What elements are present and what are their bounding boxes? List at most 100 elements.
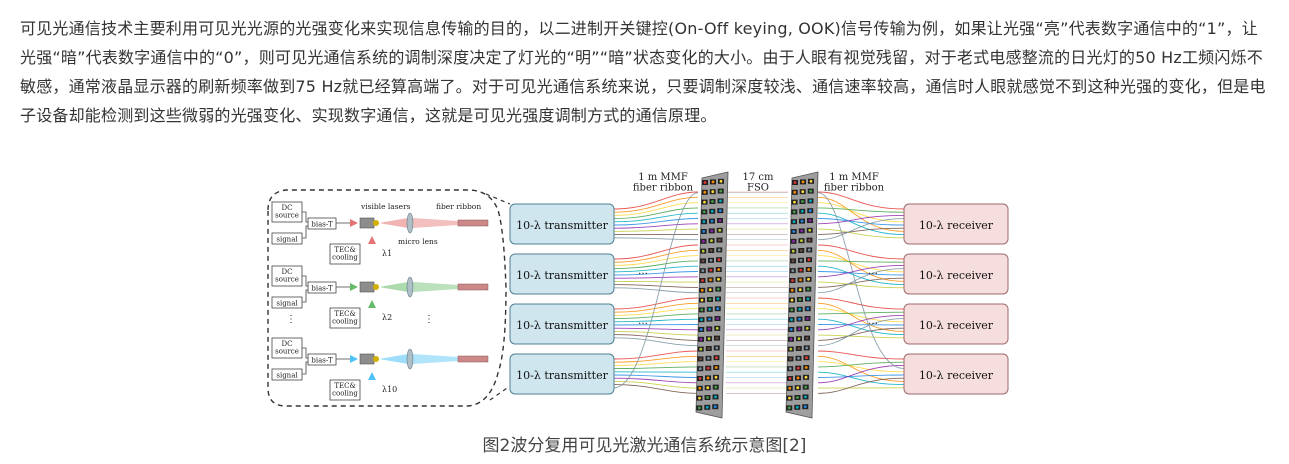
fiber-rx (817, 260, 905, 263)
panel-led (808, 219, 812, 222)
fiber-tx (613, 374, 699, 378)
fiber-rx (817, 277, 905, 288)
fiber-rx (817, 281, 905, 289)
receiver-rect (903, 353, 1009, 395)
panel-led (702, 210, 706, 214)
panel-led (698, 386, 702, 390)
panel-led (707, 347, 711, 350)
signal-box (271, 232, 303, 245)
panel-led (717, 258, 721, 262)
fiber-rx (817, 191, 905, 210)
panel-led (698, 377, 702, 380)
article-paragraph: 可见光通信技术主要利用可见光光源的光强变化来实现信息传输的目的，以二进制开关键控… (20, 19, 1266, 125)
fiber-tx (613, 324, 699, 326)
fiber-tx (613, 337, 699, 347)
fiber-tx (613, 308, 699, 316)
panel-led (790, 318, 793, 322)
fiber-rx (817, 192, 905, 370)
panel-led (792, 230, 796, 233)
fiber-tx (613, 384, 699, 394)
receiver-rect (903, 253, 1009, 295)
panel-led (718, 238, 721, 242)
fiber-rx (817, 377, 905, 394)
arrow-icon (350, 283, 358, 291)
inset-wires (302, 347, 350, 375)
panel-led (709, 268, 713, 272)
panel-led (800, 209, 804, 213)
panel-led (716, 317, 719, 320)
panel-led (714, 366, 718, 369)
panel-led (801, 180, 805, 184)
fiber-rx (817, 227, 905, 235)
fiber-rx (817, 318, 905, 347)
inset-outline (267, 189, 507, 407)
panel-led (796, 396, 799, 399)
panel-led (701, 259, 705, 263)
panel-led (797, 356, 800, 360)
receiver-rect (903, 203, 1009, 245)
fiber-ellipsis: … (868, 316, 878, 327)
lambda-label: λ2 (382, 313, 392, 322)
panel-led (793, 200, 796, 204)
fiber-tx (613, 361, 699, 366)
bias-t-box (307, 217, 337, 230)
panel-led (706, 366, 710, 370)
fiber-rx (817, 218, 905, 241)
panel-led (718, 228, 722, 232)
lambda-label: λ1 (382, 249, 392, 258)
fiber-rx (817, 202, 905, 223)
panel-led (806, 297, 810, 301)
panel-led (789, 357, 792, 361)
rx-fiber-array-panel (785, 171, 819, 419)
fiber-rx (817, 308, 905, 323)
micro-lens (406, 212, 414, 234)
panel-led (803, 405, 807, 409)
micro-lens (406, 348, 414, 370)
panel-led (800, 229, 804, 233)
panel-led (809, 189, 813, 193)
transmitter-rect (509, 253, 615, 295)
tune-arrow-icon (368, 372, 376, 380)
panel-led (792, 220, 796, 224)
panel-led (716, 297, 720, 301)
panel-led (714, 395, 717, 399)
ellipsis-left: ⋮ (286, 314, 296, 325)
panel-led (719, 199, 722, 203)
lambda-label: λ10 (382, 385, 397, 394)
panel-led (804, 366, 808, 369)
fiber-rx (817, 218, 905, 226)
bias-t-label: bias-T (311, 285, 333, 293)
panel-led (788, 367, 792, 371)
panel-led (702, 230, 706, 233)
panel-led (801, 190, 805, 194)
fiber-rx (817, 318, 905, 336)
fiber-tx (613, 377, 699, 384)
panel-led (699, 357, 702, 361)
panel-led (799, 278, 802, 282)
panel-led (804, 385, 808, 389)
receiver-label: 10-λ receiver (919, 369, 994, 382)
micro-lens (406, 276, 414, 298)
beam-out (413, 354, 458, 364)
panel-led (789, 347, 793, 351)
panel-led (797, 327, 801, 331)
panel-led (806, 287, 810, 291)
panel-led (700, 308, 704, 312)
panel-led (792, 210, 796, 214)
fiber-rx (817, 361, 905, 368)
panel-led (799, 258, 803, 262)
panel-led (806, 317, 809, 320)
panel-led (715, 356, 718, 360)
transmitter-box: 10-λ transmitter (509, 353, 615, 395)
beam (379, 282, 408, 292)
fiber-tx (613, 302, 699, 313)
panel-led (791, 259, 795, 263)
panel-led (793, 181, 797, 184)
panel-led (716, 307, 720, 311)
fiber-tx (613, 313, 699, 320)
panel-led (805, 336, 809, 340)
micro-lens-label: micro lens (398, 237, 438, 246)
fiber-ribbon-label: fiber ribbon (436, 202, 481, 211)
